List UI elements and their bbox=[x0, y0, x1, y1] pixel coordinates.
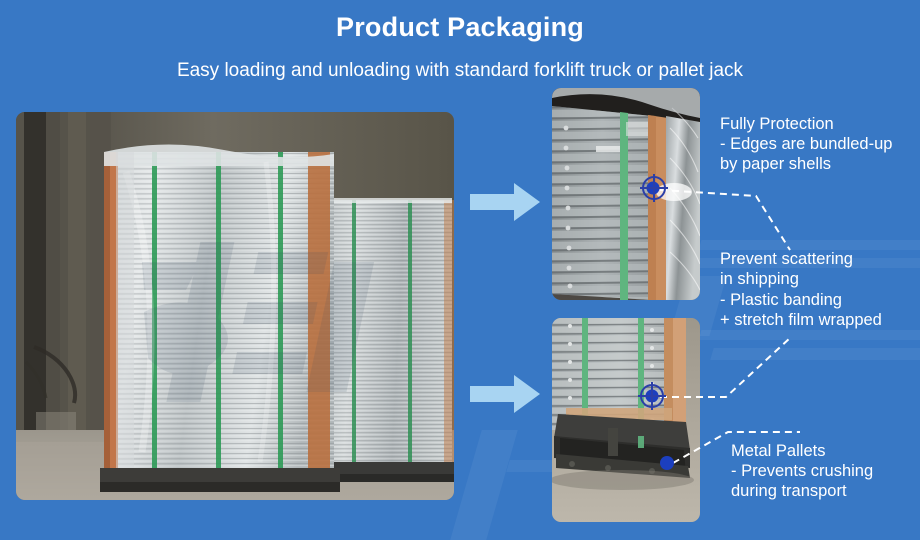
arrow-right-icon bbox=[470, 183, 540, 221]
watermark-band bbox=[710, 348, 920, 360]
callout-fully-protection: Fully Protection - Edges are bundled-up … bbox=[720, 115, 893, 173]
page-title: Product Packaging bbox=[336, 12, 584, 42]
callout-prevent-scattering-detail: - Plastic banding + stretch film wrapped bbox=[720, 291, 882, 329]
inset-photo-edge-protection bbox=[552, 88, 700, 300]
watermark-band bbox=[450, 430, 518, 540]
watermark-band bbox=[698, 330, 920, 340]
page-subtitle: Easy loading and unloading with standard… bbox=[176, 60, 744, 81]
callout-metal-pallets: Metal Pallets - Prevents crushing during… bbox=[731, 442, 874, 500]
arrow-right-icon bbox=[470, 375, 540, 413]
callout-prevent-scattering: Prevent scattering in shipping bbox=[720, 250, 853, 288]
inset-photo-metal-pallet bbox=[552, 318, 700, 522]
main-product-photo bbox=[16, 112, 454, 500]
